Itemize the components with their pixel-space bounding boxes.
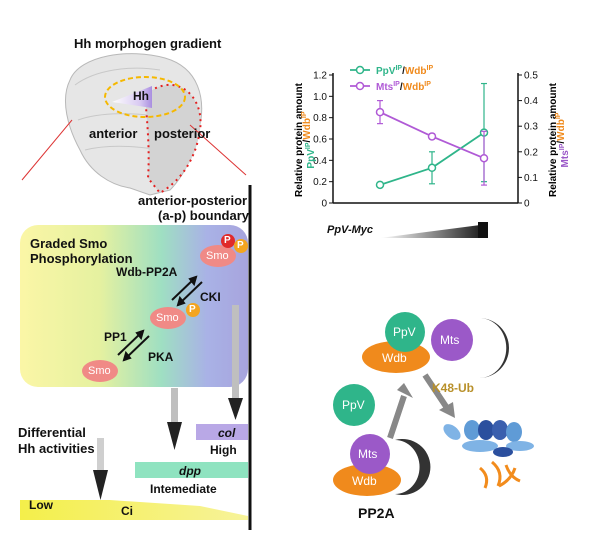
down-arrow-col	[228, 305, 243, 420]
differential-label-1: Differential	[18, 425, 86, 440]
p-badge-orange-mid	[186, 303, 200, 317]
pka-label: PKA	[148, 350, 174, 364]
ppv-circle-free	[333, 384, 375, 426]
pp1-label: PP1	[104, 330, 127, 344]
smo-label-mid: Smo	[156, 312, 179, 324]
pp2a-label: PP2A	[358, 505, 395, 521]
smo-label-high: Smo	[206, 250, 229, 262]
smo-panel-title-1: Graded Smo	[30, 236, 108, 251]
mts-label-bottom: Mts	[358, 447, 378, 461]
ppv-myc-ramp	[380, 224, 488, 238]
degradation-burst	[479, 460, 521, 489]
equilibrium-arrows-lower	[117, 329, 150, 362]
zoom-line-right	[189, 124, 247, 176]
arrow-up-gray	[387, 395, 407, 439]
col-bar	[196, 424, 248, 440]
p-badge-red	[221, 234, 235, 248]
arrow-down-gray	[422, 373, 450, 410]
k48-ub-label: K48-Ub	[432, 381, 475, 395]
figure-title: Hh morphogen gradient	[74, 36, 222, 51]
pp2a-model	[333, 312, 534, 496]
mts-label-top: Mts	[440, 333, 460, 347]
ci-label: Ci	[121, 504, 133, 518]
col-label: col	[218, 426, 236, 440]
high-label: High	[210, 443, 237, 457]
a-label-top: A	[491, 341, 501, 356]
p-label-red: P	[224, 235, 231, 246]
mts-circle-bottom	[350, 434, 390, 474]
a-subunit-bottom	[395, 439, 431, 495]
ppv-label-free: PpV	[342, 398, 365, 412]
anterior-label: anterior	[89, 126, 138, 141]
hh-label: Hh	[133, 89, 149, 103]
dpp-bar	[135, 462, 248, 478]
smo-oval-unphospho	[82, 360, 118, 382]
ppv-label-top: PpV	[393, 325, 416, 339]
smo-panel-title-2: Phosphorylation	[30, 251, 133, 266]
p-badge-orange-top	[234, 239, 248, 253]
wdb-label-top: Wdb	[382, 351, 407, 365]
wdb-pp2a-label: Wdb-PP2A	[116, 265, 178, 279]
dpp-label: dpp	[179, 464, 201, 478]
down-arrow-ci	[93, 438, 108, 500]
intermediate-label: Intemediate	[150, 482, 217, 496]
wing-disc	[64, 53, 203, 196]
zoom-line-left	[21, 119, 73, 181]
low-label: Low	[29, 498, 53, 512]
equilibrium-arrows-upper	[171, 275, 203, 307]
smo-oval-phospho-mid	[150, 307, 186, 329]
mts-circle-top	[431, 319, 473, 361]
k48-ub-chain	[443, 420, 534, 457]
wdb-oval-bottom	[333, 464, 401, 496]
ckl-label: CKI	[200, 290, 221, 304]
a-label-bottom: A	[406, 458, 416, 473]
ci-bar	[20, 500, 248, 520]
ppv-circle-top	[385, 312, 425, 352]
differential-label-2: Hh activities	[18, 441, 95, 456]
smo-oval-phospho-high	[200, 245, 236, 267]
boundary-label-2: (a-p) boundary	[158, 208, 249, 223]
wdb-label-bottom: Wdb	[352, 474, 377, 488]
smo-panel	[20, 225, 248, 387]
boundary-label-1: anterior-posterior	[138, 193, 248, 208]
down-arrow-dpp	[167, 388, 182, 450]
p-label-orange-top: P	[237, 240, 244, 251]
smo-label-low: Smo	[88, 365, 111, 377]
p-label-orange-mid: P	[189, 304, 196, 315]
posterior-label: posterior	[154, 126, 211, 141]
